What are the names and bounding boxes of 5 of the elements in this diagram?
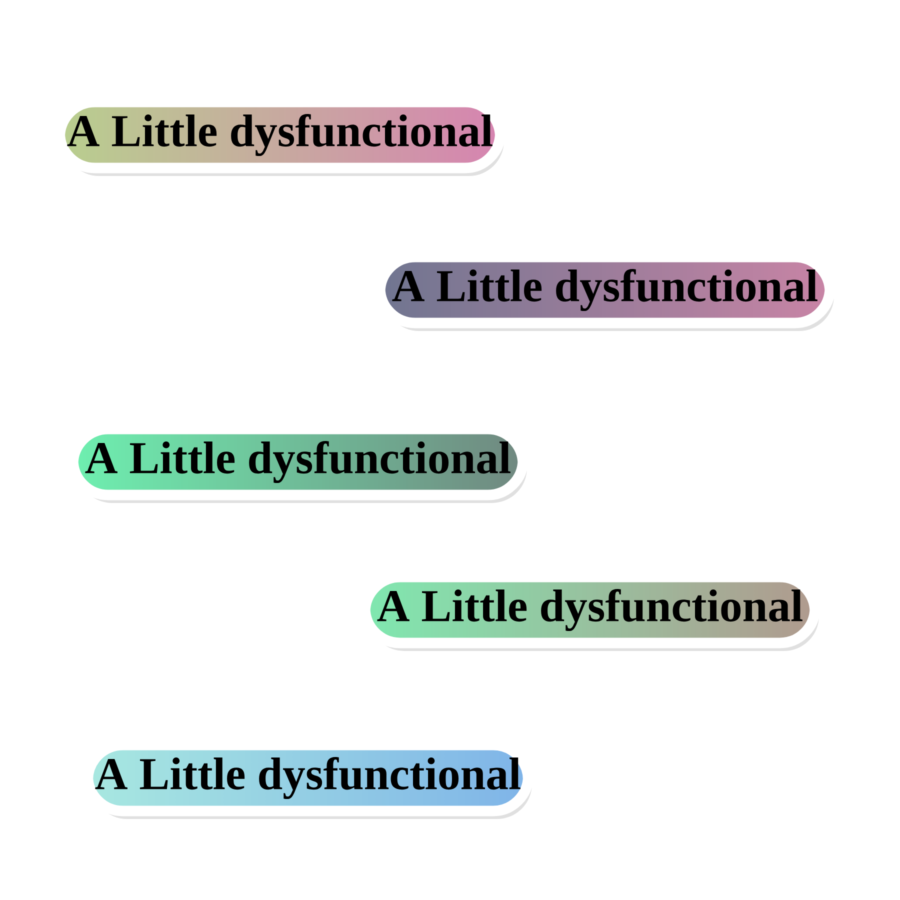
sticker: A Little dysfunctional: [82, 740, 534, 816]
sticker: A Little dysfunctional: [360, 572, 820, 648]
sticker: A Little dysfunctional: [68, 424, 528, 500]
sticker: A Little dysfunctional: [54, 96, 506, 174]
sticker: A Little dysfunctional: [374, 252, 836, 328]
